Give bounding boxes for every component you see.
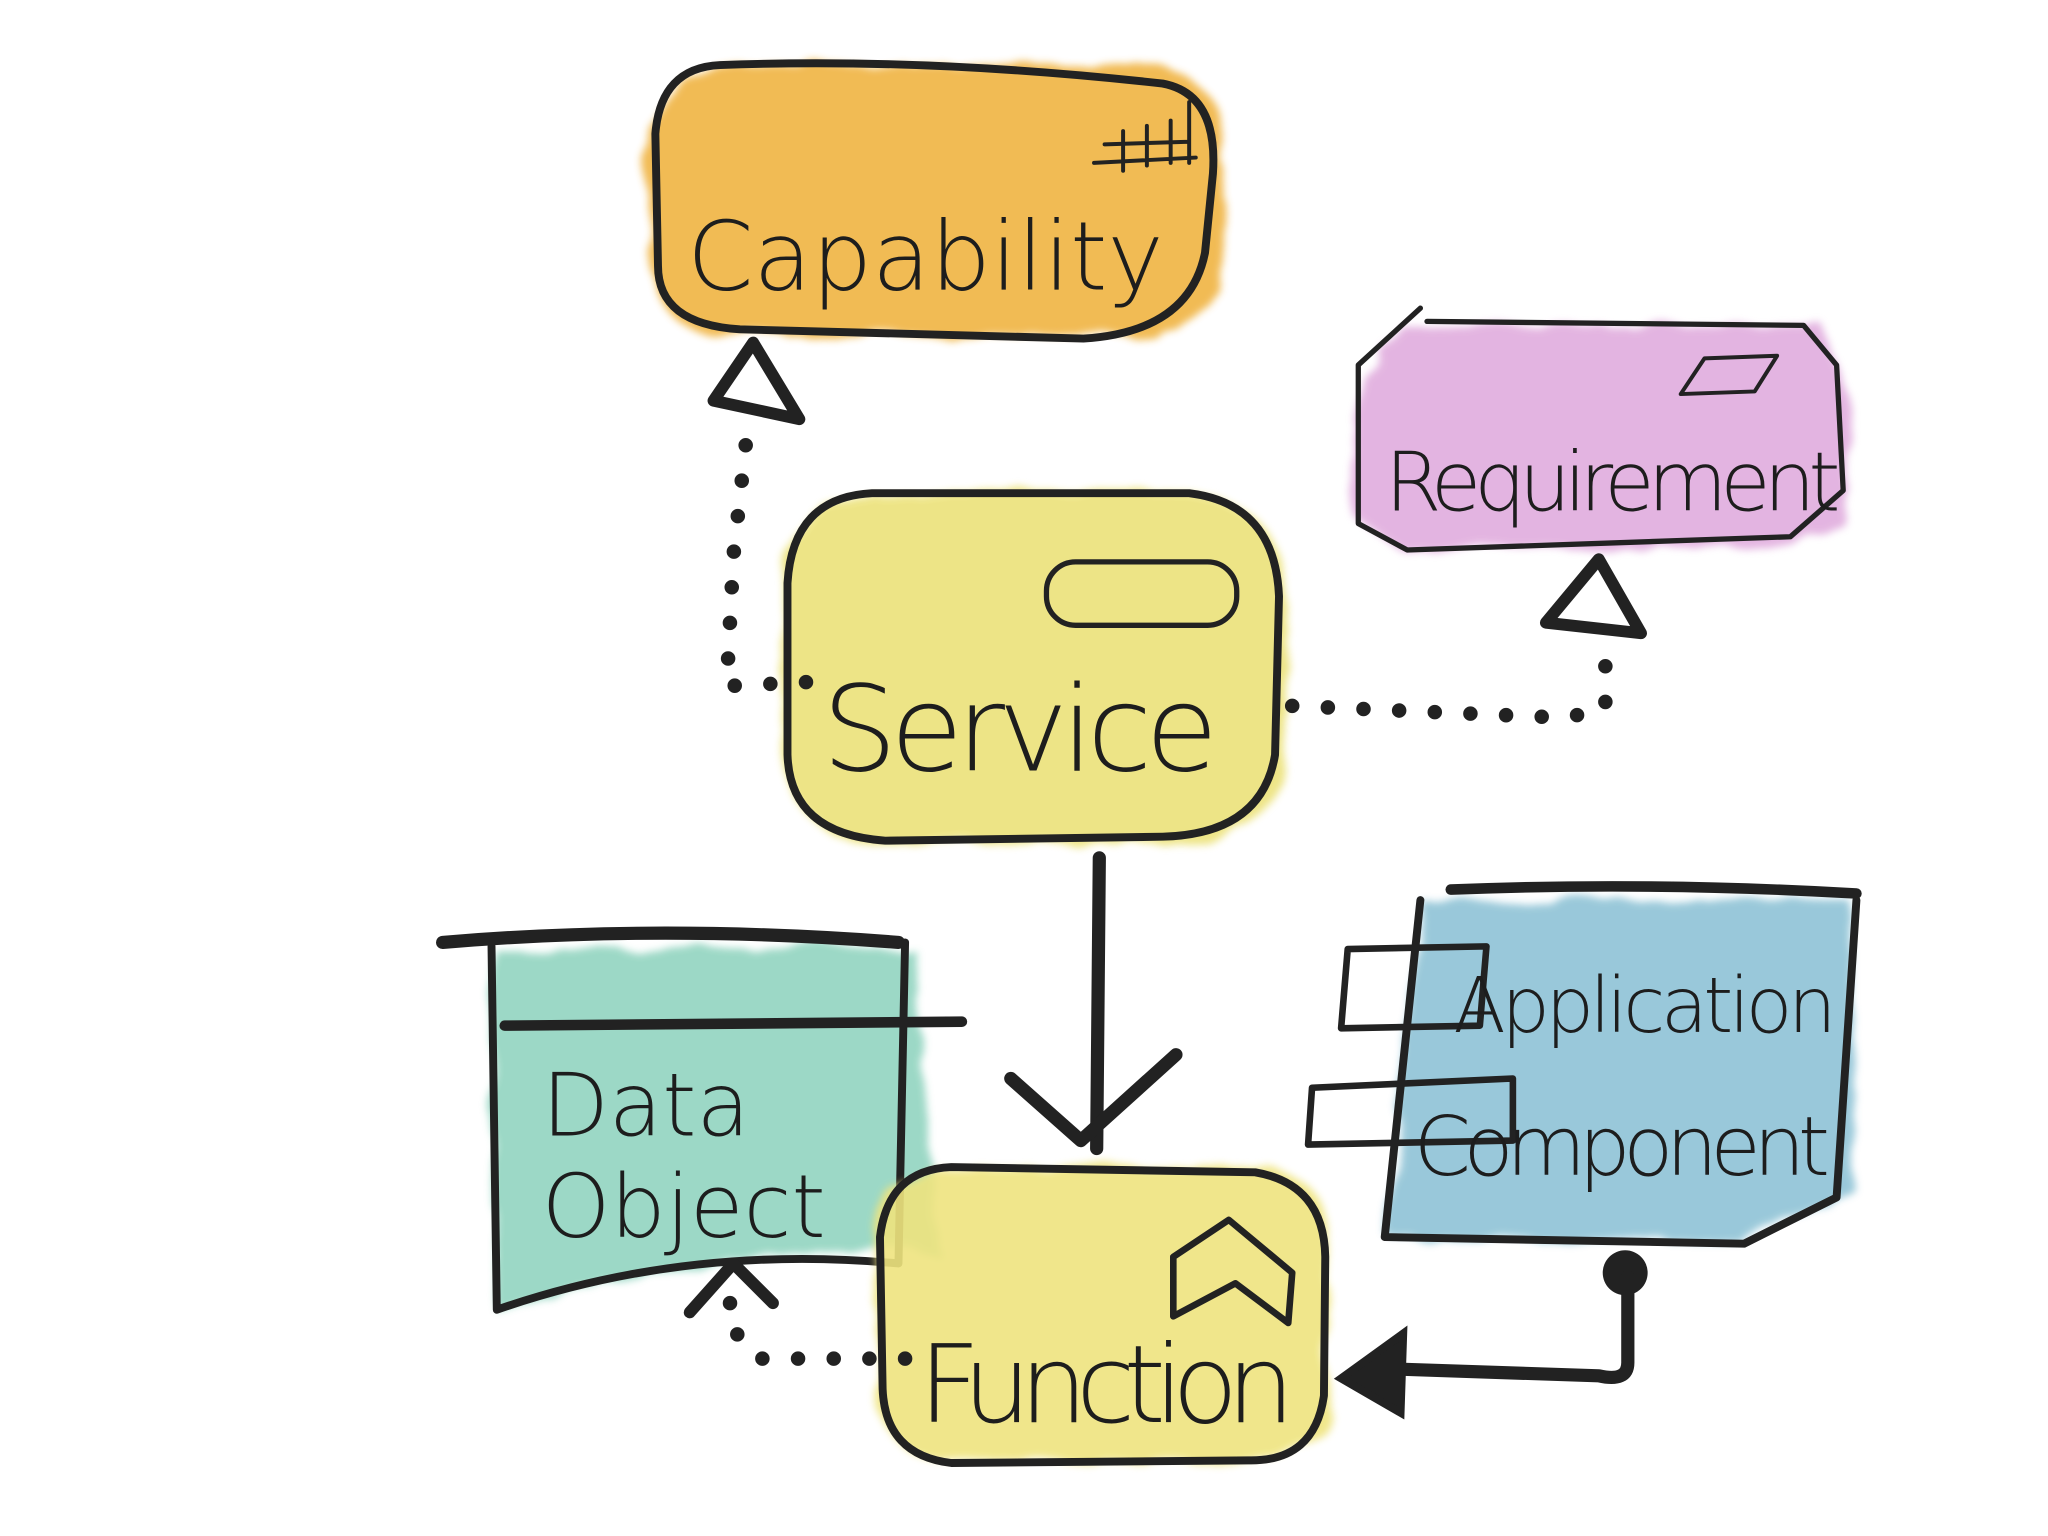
service-icon	[1043, 559, 1240, 628]
application-component-icon	[1304, 943, 1517, 1148]
function-fill	[878, 1167, 1328, 1461]
requirement-label: Requirement	[1385, 435, 1841, 530]
capability-node[interactable]: Capability	[650, 59, 1221, 343]
data-object-label-line2: Object	[542, 1156, 826, 1258]
edge-function-data-object-access[interactable]	[683, 1257, 913, 1366]
capability-label: Capability	[687, 203, 1164, 313]
function-label: Function	[918, 1321, 1295, 1448]
application-component-label-line1: Application	[1453, 962, 1836, 1051]
edge-service-requirement-realization[interactable]	[1284, 553, 1647, 726]
data-object-label-line1: Data	[542, 1054, 750, 1156]
service-fill	[782, 493, 1285, 844]
service-label: Service	[822, 662, 1218, 800]
open-arrowhead-icon	[683, 1257, 779, 1319]
requirement-fill	[1354, 325, 1850, 550]
data-object-fill	[491, 946, 941, 1310]
capability-fill	[650, 65, 1221, 336]
capability-icon	[1092, 100, 1198, 173]
service-node[interactable]: Service	[782, 489, 1285, 845]
function-node[interactable]: Function	[876, 1163, 1330, 1467]
open-arrowhead-icon	[1004, 1048, 1183, 1148]
hollow-triangle-arrowhead-icon	[1539, 553, 1647, 640]
application-component-label-line2: Component	[1414, 1100, 1830, 1195]
requirement-node[interactable]: Requirement	[1354, 305, 1850, 553]
edge-service-capability-realization[interactable]	[707, 336, 814, 694]
filled-arrowhead-icon	[1333, 1325, 1408, 1420]
requirement-icon	[1678, 353, 1780, 397]
edge-app-component-function-assignment[interactable]	[1333, 1250, 1648, 1420]
application-component-node[interactable]: Application Component	[1304, 881, 1862, 1248]
hollow-triangle-arrowhead-icon	[707, 336, 806, 426]
function-icon	[1170, 1216, 1296, 1327]
edge-service-function-serving[interactable]	[1004, 851, 1183, 1156]
application-component-fill	[1387, 900, 1857, 1244]
data-object-node[interactable]: Data Object	[436, 926, 968, 1314]
